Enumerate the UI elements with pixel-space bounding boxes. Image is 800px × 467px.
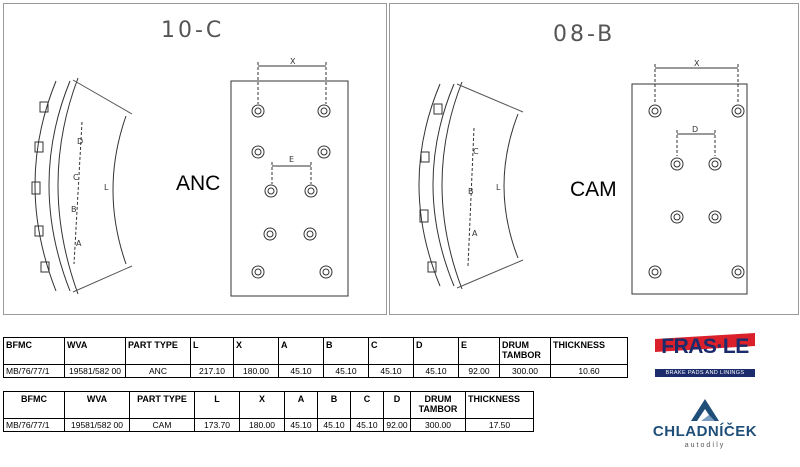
chladnicek-logo-mark	[691, 399, 719, 421]
frasle-logo: FRAS·LE BRAKE PADS AND LININGS	[651, 333, 759, 390]
value-cell: 217.10	[190, 364, 234, 378]
part-type-label: CAM	[570, 178, 617, 201]
frasle-logo-mark	[655, 333, 755, 377]
value-cell: 19581/582 00	[64, 418, 130, 432]
chladnicek-logo-tagline: autodíly	[684, 442, 726, 449]
frasle-logo-name: FRAS·LE	[661, 335, 749, 358]
header-cell: THICKNESS	[465, 391, 534, 419]
header-cell: B	[317, 391, 351, 419]
header-cell: WVA	[64, 337, 126, 365]
header-cell: L	[190, 337, 234, 365]
value-cell: 92.00	[458, 364, 500, 378]
rivet-holes	[648, 104, 745, 279]
dim-l-label: L	[496, 183, 501, 192]
header-cell: X	[239, 391, 285, 419]
dim-b-label: B	[468, 187, 474, 196]
header-cell: D	[413, 337, 459, 365]
dim-a-label: A	[76, 239, 82, 248]
table-row: MB/76/77/1 19581/582 00 CAM 173.70 180.0…	[3, 418, 534, 432]
value-cell: ANC	[125, 364, 191, 378]
value-cell: 45.10	[413, 364, 459, 378]
header-cell: WVA	[64, 391, 130, 419]
value-cell: 45.10	[317, 418, 351, 432]
frasle-logo-tagline: BRAKE PADS AND LININGS	[665, 370, 745, 376]
value-cell: 45.10	[278, 364, 324, 378]
cam-technical-drawing: X D C B A L	[418, 59, 748, 295]
dim-d-label: D	[77, 137, 83, 146]
chladnicek-logo: CHLADNÍČEK autodíly	[650, 397, 760, 450]
drawing-code: 10-C	[161, 18, 225, 43]
spec-table-anc: BFMC WVA PART TYPE L X A B C D E DRUM TA…	[3, 337, 628, 378]
value-cell: 45.10	[368, 364, 414, 378]
rivet-holes	[251, 104, 333, 279]
header-cell: A	[278, 337, 324, 365]
header-cell: L	[194, 391, 240, 419]
dim-c-label: C	[473, 147, 479, 156]
header-cell: BFMC	[3, 391, 65, 419]
value-cell: 92.00	[383, 418, 411, 432]
header-cell: X	[233, 337, 279, 365]
table-header-row: BFMC WVA PART TYPE L X A B C D DRUM TAMB…	[3, 391, 534, 419]
dim-x-label: X	[290, 57, 296, 66]
dim-b-label: B	[71, 205, 77, 214]
dim-d-label: D	[692, 125, 698, 134]
value-cell: 19581/582 00	[64, 364, 126, 378]
dim-a-label: A	[472, 229, 478, 238]
value-cell: 10.60	[550, 364, 628, 378]
header-cell: A	[284, 391, 318, 419]
header-cell: C	[350, 391, 384, 419]
drawing-panel-anc: 10-C ANC	[3, 3, 387, 315]
value-cell: CAM	[129, 418, 195, 432]
table-header-row: BFMC WVA PART TYPE L X A B C D E DRUM TA…	[3, 337, 628, 365]
header-cell: BFMC	[3, 337, 65, 365]
header-cell: PART TYPE	[129, 391, 195, 419]
spec-table-cam: BFMC WVA PART TYPE L X A B C D DRUM TAMB…	[3, 391, 534, 432]
dim-l-label: L	[104, 183, 109, 192]
value-cell: 300.00	[410, 418, 466, 432]
header-cell: THICKNESS	[550, 337, 628, 365]
value-cell: 45.10	[350, 418, 384, 432]
part-type-label: ANC	[176, 172, 221, 195]
header-cell: PART TYPE	[125, 337, 191, 365]
value-cell: MB/76/77/1	[3, 418, 65, 432]
dim-e-label: E	[289, 155, 294, 164]
drawing-panel-cam: 08-B CAM	[389, 3, 799, 315]
header-cell: D	[383, 391, 411, 419]
drawing-code: 08-B	[553, 22, 616, 47]
dim-c-label: C	[73, 173, 79, 182]
value-cell: 180.00	[233, 364, 279, 378]
table-row: MB/76/77/1 19581/582 00 ANC 217.10 180.0…	[3, 364, 628, 378]
header-cell: C	[368, 337, 414, 365]
value-cell: 180.00	[239, 418, 285, 432]
value-cell: MB/76/77/1	[3, 364, 65, 378]
value-cell: 45.10	[284, 418, 318, 432]
value-cell: 17.50	[465, 418, 534, 432]
dim-x-label: X	[694, 59, 700, 68]
header-cell: DRUM TAMBOR	[499, 337, 551, 365]
header-cell: B	[323, 337, 369, 365]
chladnicek-logo-name: CHLADNÍČEK	[652, 423, 758, 440]
header-cell: DRUM TAMBOR	[410, 391, 466, 419]
value-cell: 45.10	[323, 364, 369, 378]
value-cell: 300.00	[499, 364, 551, 378]
value-cell: 173.70	[194, 418, 240, 432]
header-cell: E	[458, 337, 500, 365]
anc-technical-drawing: X E D C B A L	[31, 57, 349, 297]
